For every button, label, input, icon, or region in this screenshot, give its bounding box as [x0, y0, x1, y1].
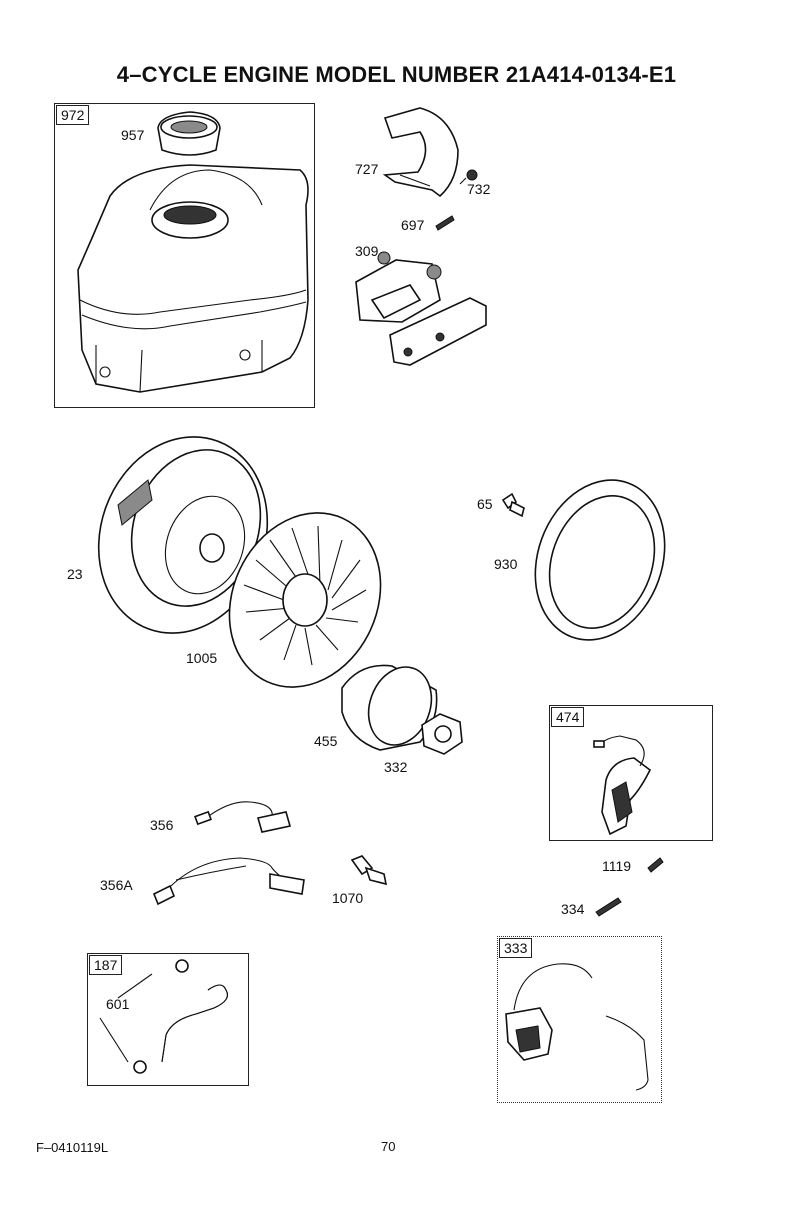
solenoid-drawing	[356, 252, 486, 365]
callout-bolt-65: 65	[477, 497, 493, 511]
fuel-tank-box	[54, 103, 315, 408]
bolt-1070-drawing	[352, 856, 386, 884]
cup-drawing	[342, 658, 462, 754]
callout-nut: 332	[384, 760, 407, 774]
fuel-tank-box-number: 972	[56, 105, 89, 125]
callout-wire-356: 356	[150, 818, 173, 832]
callout-solenoid: 309	[355, 244, 378, 258]
wire-356a-drawing	[154, 858, 304, 904]
ignition-box-number: 474	[551, 707, 584, 727]
ground-wire-box-number: 333	[499, 938, 532, 958]
callout-screw-697: 697	[401, 218, 424, 232]
callout-screen: 930	[494, 557, 517, 571]
shield-drawing	[385, 108, 477, 230]
callout-wire-356a: 356A	[100, 878, 133, 892]
page-number: 70	[381, 1139, 395, 1154]
footer-code: F–0410119L	[36, 1140, 108, 1155]
callout-cup: 455	[314, 734, 337, 748]
callout-fuel-line: 601	[106, 997, 129, 1011]
fuel-line-box-number: 187	[89, 955, 122, 975]
callout-shield-screw: 732	[467, 182, 490, 196]
callout-fuel-cap: 957	[121, 128, 144, 142]
callout-flywheel: 23	[67, 567, 83, 581]
screen-drawing	[503, 462, 686, 659]
callout-fan: 1005	[186, 651, 217, 665]
callout-screw-334: 334	[561, 902, 584, 916]
callout-screw-1119: 1119	[602, 859, 631, 873]
callout-shield: 727	[355, 162, 378, 176]
wire-356-drawing	[195, 802, 290, 832]
callout-bolt-1070: 1070	[332, 891, 363, 905]
ground-wire-box	[497, 936, 662, 1103]
